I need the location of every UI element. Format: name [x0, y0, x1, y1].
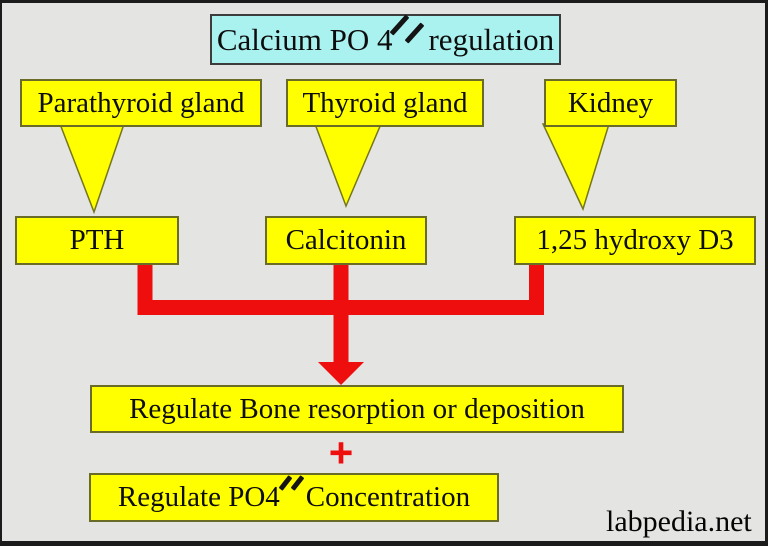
po4-concentration-box: Regulate PO4 Concentration — [89, 473, 499, 522]
hormone-box-calcitonin: Calcitonin — [265, 216, 427, 265]
po4-suffix: Concentration — [305, 481, 471, 513]
organ-label: Kidney — [567, 86, 654, 119]
organ-label: Parathyroid gland — [37, 86, 245, 119]
bone-regulation-box: Regulate Bone resorption or deposition — [90, 385, 624, 433]
title-prefix: Calcium PO 4 — [216, 21, 393, 57]
callout-tail-thyroid — [313, 123, 383, 209]
watermark-text: labpedia.net — [606, 505, 752, 538]
callout-tail-kidney — [541, 123, 611, 212]
hormone-box-d3: 1,25 hydroxy D3 — [514, 216, 756, 265]
callout-tail-parathyroid — [58, 123, 126, 215]
po4-prefix: Regulate PO4 — [117, 481, 280, 513]
organ-label: Thyroid gland — [302, 86, 468, 119]
hormone-label: PTH — [69, 224, 125, 256]
title-suffix: regulation — [428, 21, 555, 57]
flow-arrowhead-icon — [318, 362, 364, 385]
hormone-label: 1,25 hydroxy D3 — [536, 224, 734, 256]
hormone-box-pth: PTH — [15, 216, 179, 265]
hormone-label: Calcitonin — [285, 224, 407, 256]
bone-regulation-label: Regulate Bone resorption or deposition — [129, 392, 585, 425]
organ-box-kidney: Kidney — [544, 79, 677, 127]
organ-box-parathyroid: Parathyroid gland — [20, 79, 262, 127]
title-box: Calcium PO 4 regulation — [210, 13, 561, 65]
organ-box-thyroid: Thyroid gland — [286, 79, 484, 127]
plus-sign: + — [328, 429, 354, 476]
prime-marks-icon — [278, 474, 306, 511]
charge-marks-icon — [390, 13, 428, 55]
